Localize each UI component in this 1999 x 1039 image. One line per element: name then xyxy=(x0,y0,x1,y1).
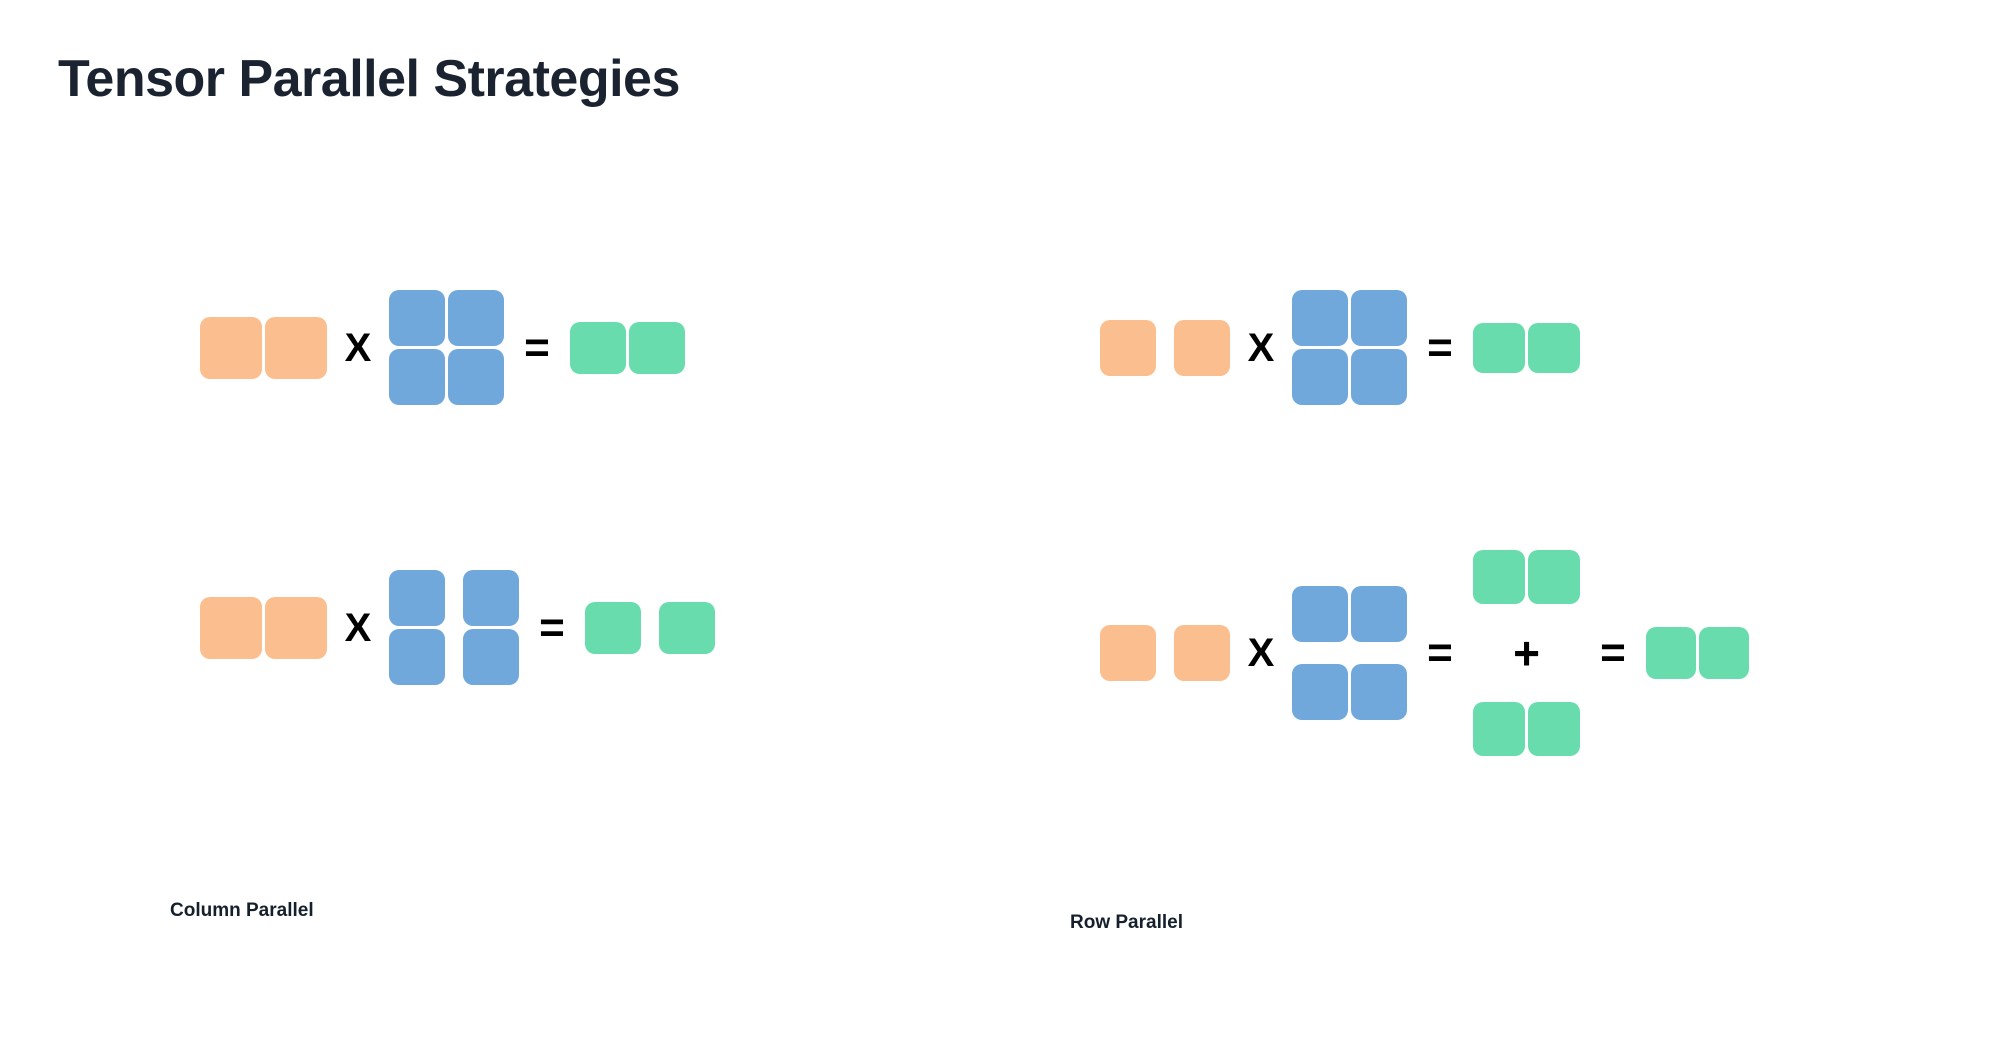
matrix-row xyxy=(1292,349,1407,405)
matrix-partial-output xyxy=(1473,702,1580,756)
matrix-shard xyxy=(200,596,327,659)
operator-equals: = xyxy=(1427,628,1453,677)
matrix-cell xyxy=(1699,627,1749,679)
matrix-column-shard xyxy=(463,570,519,685)
matrix-cell xyxy=(448,349,504,405)
matrix-cell xyxy=(1292,664,1348,720)
matrix-cell xyxy=(1646,627,1696,679)
matrix-cell xyxy=(1528,550,1580,604)
matrix-cell xyxy=(1351,290,1407,346)
equation-row-row-parallel-sharded: X = + = xyxy=(1100,550,1749,756)
matrix-shard xyxy=(1646,627,1749,679)
matrix-cell xyxy=(1174,625,1230,681)
matrix-cell xyxy=(1528,702,1580,756)
matrix-shard xyxy=(570,321,685,374)
panel-column-parallel: X = X xyxy=(0,250,999,950)
matrix-input-orange-split xyxy=(1100,625,1230,681)
matrix-input-orange xyxy=(200,596,327,659)
matrix-row xyxy=(389,290,504,346)
matrix-cell xyxy=(570,321,626,374)
matrix-cell xyxy=(200,596,262,659)
matrix-output-green xyxy=(570,321,685,374)
matrix-output-green-column-split xyxy=(585,601,715,654)
operator-equals: = xyxy=(1600,628,1626,677)
matrix-cell xyxy=(659,601,715,654)
matrix-cell xyxy=(389,349,445,405)
matrix-cell xyxy=(1473,550,1525,604)
matrix-weight-blue xyxy=(389,290,504,405)
matrix-cell xyxy=(629,321,685,374)
matrix-shard xyxy=(1473,322,1580,373)
matrix-cell xyxy=(1100,319,1156,376)
matrix-cell xyxy=(1292,290,1348,346)
caption-row-parallel: Row Parallel xyxy=(1070,912,1183,933)
matrix-cell xyxy=(389,629,445,685)
caption-column-parallel: Column Parallel xyxy=(170,900,314,921)
matrix-cell xyxy=(1351,349,1407,405)
matrix-partial-output xyxy=(1473,550,1580,604)
matrix-cell xyxy=(265,316,327,379)
operator-equals: = xyxy=(1427,322,1453,372)
matrix-cell xyxy=(1528,322,1580,373)
operator-multiply: X xyxy=(344,605,372,650)
matrix-cell xyxy=(463,629,519,685)
equation-row-column-parallel-unsharded: X = xyxy=(200,290,685,405)
matrix-cell xyxy=(389,570,445,626)
matrix-cell xyxy=(448,290,504,346)
operator-equals: = xyxy=(539,602,565,652)
matrix-input-orange-split xyxy=(1100,319,1230,376)
matrix-output-green-final xyxy=(1646,627,1749,679)
matrix-row xyxy=(1292,290,1407,346)
matrix-cell xyxy=(585,601,641,654)
matrix-cell xyxy=(1292,349,1348,405)
matrix-input-orange xyxy=(200,316,327,379)
matrix-weight-blue-row-split xyxy=(1292,586,1407,720)
operator-plus: + xyxy=(1513,627,1540,679)
matrix-row-shard xyxy=(1292,586,1407,642)
matrix-row xyxy=(389,349,504,405)
matrix-cell xyxy=(1473,702,1525,756)
equation-row-row-parallel-unsharded: X = xyxy=(1100,290,1580,405)
matrix-output-green xyxy=(1473,322,1580,373)
page-title: Tensor Parallel Strategies xyxy=(58,50,680,108)
operator-multiply: X xyxy=(344,325,372,370)
operator-equals: = xyxy=(524,322,550,372)
partial-sum-stack: + xyxy=(1473,550,1580,756)
matrix-shard xyxy=(200,316,327,379)
matrix-cell xyxy=(1351,664,1407,720)
matrix-cell xyxy=(1292,586,1348,642)
matrix-weight-blue-column-split xyxy=(389,570,519,685)
matrix-cell xyxy=(1174,319,1230,376)
matrix-column-shard xyxy=(389,570,445,685)
matrix-cell xyxy=(1351,586,1407,642)
matrix-cell xyxy=(1100,625,1156,681)
operator-multiply: X xyxy=(1247,631,1275,675)
matrix-weight-blue xyxy=(1292,290,1407,405)
matrix-row-shard xyxy=(1292,664,1407,720)
matrix-cell xyxy=(200,316,262,379)
panel-row-parallel: X = X xyxy=(1000,250,1999,950)
matrix-cell xyxy=(463,570,519,626)
matrix-cell xyxy=(265,596,327,659)
operator-multiply: X xyxy=(1247,325,1275,370)
equation-row-column-parallel-sharded: X = xyxy=(200,570,715,685)
matrix-cell xyxy=(1473,322,1525,373)
matrix-cell xyxy=(389,290,445,346)
